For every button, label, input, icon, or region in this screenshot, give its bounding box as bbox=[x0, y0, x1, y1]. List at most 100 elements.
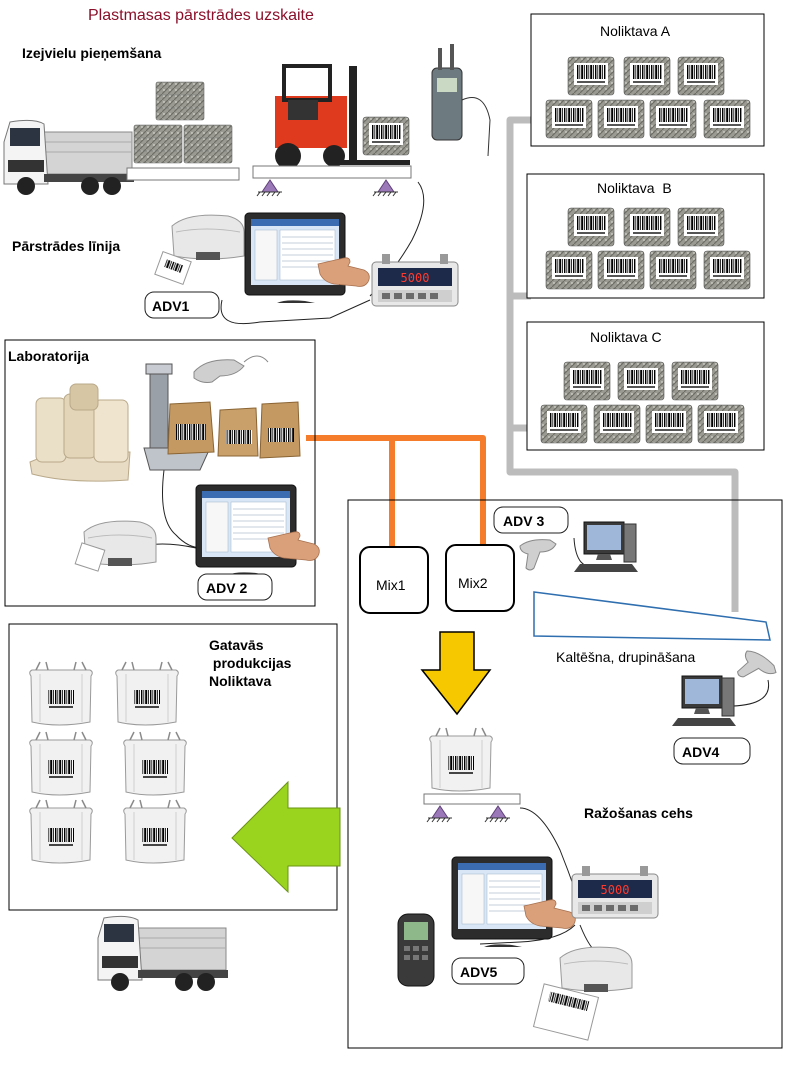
scale-indicator-icon bbox=[371, 253, 459, 307]
big-bag-icon bbox=[114, 661, 180, 726]
production-printed-label-icon bbox=[532, 983, 600, 1041]
bc-bale-icon bbox=[697, 404, 745, 444]
orange-mixer-lines bbox=[306, 435, 486, 547]
big-bag-icon bbox=[28, 799, 94, 864]
bc-bale-icon bbox=[623, 207, 671, 247]
printed-label-icon bbox=[154, 250, 192, 286]
production-scale-indicator-icon bbox=[571, 865, 659, 919]
pc-icon bbox=[671, 675, 737, 727]
bc-bale-icon bbox=[677, 56, 725, 96]
mixer-2-label: Mix2 bbox=[458, 575, 488, 591]
lab-touch-monitor-icon bbox=[195, 484, 297, 576]
outbound-truck-icon bbox=[97, 915, 229, 992]
intake-truck-icon bbox=[3, 119, 135, 196]
production-area-box bbox=[347, 499, 783, 1049]
bc-bale-icon bbox=[567, 207, 615, 247]
finished-goods-box bbox=[8, 623, 338, 911]
adv2-tag: ADV 2 bbox=[197, 573, 273, 601]
sample-bag-icon bbox=[167, 401, 215, 455]
sample-bag-icon bbox=[259, 401, 301, 459]
finished-goods-label-line3: Noliktava bbox=[209, 673, 271, 689]
big-bag-icon bbox=[28, 731, 94, 796]
section-laboratory-label: Laboratorija bbox=[8, 348, 89, 364]
sample-tubes-icon bbox=[29, 383, 131, 482]
big-bag-icon bbox=[122, 731, 188, 796]
mixer-1-label: Mix1 bbox=[376, 577, 406, 593]
touch-monitor-icon bbox=[244, 212, 346, 304]
bale-icon bbox=[133, 124, 183, 164]
bc-bale-icon bbox=[649, 99, 697, 139]
adv1-tag: ADV1 bbox=[144, 291, 220, 319]
floor-scale-icon bbox=[484, 805, 511, 823]
bc-bale-icon bbox=[597, 99, 645, 139]
bc-bale-icon bbox=[597, 250, 645, 290]
warehouse-c-box: Noliktava C bbox=[526, 321, 765, 451]
section-raw-intake-label: Izejvielu pieņemšana bbox=[22, 45, 161, 61]
bale-icon bbox=[183, 124, 233, 164]
adv4-tag: ADV4 bbox=[673, 737, 751, 765]
bc-bale-icon bbox=[671, 361, 719, 401]
forklift-icon bbox=[275, 64, 410, 169]
intake-pallet-platform bbox=[126, 167, 240, 181]
barcode-scanner-icon bbox=[519, 539, 557, 571]
finished-goods-label-line1: Gatavās bbox=[209, 637, 264, 653]
forklift-load-bale-icon bbox=[362, 116, 410, 156]
bc-bale-icon bbox=[703, 99, 751, 139]
big-bag-icon bbox=[28, 661, 94, 726]
bc-bale-icon bbox=[563, 361, 611, 401]
bc-bale-icon bbox=[593, 404, 641, 444]
printer-icon bbox=[171, 214, 245, 261]
moisture-meter-icon bbox=[431, 44, 491, 157]
adv2-label: ADV 2 bbox=[206, 580, 247, 596]
laboratory-box bbox=[4, 339, 316, 607]
dryer-hopper-icon bbox=[533, 591, 771, 641]
bc-bale-icon bbox=[540, 404, 588, 444]
finished-goods-label-line2: produkcijas bbox=[209, 655, 292, 671]
adv3-label: ADV 3 bbox=[503, 513, 544, 529]
bc-bale-icon bbox=[645, 404, 693, 444]
production-floor-scale-platform bbox=[423, 793, 521, 805]
adv5-tag: ADV5 bbox=[451, 957, 525, 985]
sample-bag-icon bbox=[217, 407, 259, 457]
bc-bale-icon bbox=[677, 207, 725, 247]
bc-bale-icon bbox=[545, 99, 593, 139]
mixer-1-box bbox=[359, 546, 429, 614]
lab-scale-icon bbox=[143, 363, 211, 471]
diagram-title: Plastmasas pārstrādes uzskaite bbox=[88, 7, 314, 24]
handheld-terminal-icon bbox=[397, 913, 435, 987]
left-arrow-icon bbox=[231, 780, 341, 894]
section-production-label: Ražošanas cehs bbox=[584, 805, 693, 821]
bc-bale-icon bbox=[703, 250, 751, 290]
bc-bale-icon bbox=[545, 250, 593, 290]
warehouse-c-label: Noliktava C bbox=[590, 329, 662, 345]
bale-icon bbox=[155, 81, 205, 121]
drying-grinding-label: Kaltēšna, drupināšana bbox=[556, 649, 696, 665]
lab-barcode-scanner-icon bbox=[193, 355, 269, 383]
pc-icon bbox=[573, 521, 639, 573]
warehouse-b-label: Noliktava B bbox=[597, 180, 672, 196]
big-bag-icon bbox=[122, 799, 188, 864]
adv1-label: ADV1 bbox=[152, 298, 190, 314]
floor-scale-icon bbox=[256, 179, 283, 197]
adv5-label: ADV5 bbox=[460, 964, 498, 980]
adv3-tag: ADV 3 bbox=[493, 506, 569, 534]
warehouse-b-box: Noliktava B bbox=[526, 173, 765, 299]
floor-scale-icon bbox=[426, 805, 453, 823]
warehouse-a-box: Noliktava A bbox=[530, 13, 765, 147]
lab-printed-label-icon bbox=[74, 542, 106, 572]
production-touch-monitor-icon bbox=[451, 856, 553, 948]
adv4-label: ADV4 bbox=[682, 744, 720, 760]
bc-bale-icon bbox=[649, 250, 697, 290]
warehouse-a-label: Noliktava A bbox=[600, 23, 671, 39]
section-processing-line-label: Pārstrādes līnija bbox=[12, 238, 120, 254]
barcode-scanner-icon bbox=[731, 645, 780, 693]
bc-bale-icon bbox=[617, 361, 665, 401]
bc-bale-icon bbox=[623, 56, 671, 96]
mixer-2-box bbox=[445, 544, 515, 612]
floor-scale-platform bbox=[252, 165, 412, 179]
floor-scale-icon bbox=[372, 179, 399, 197]
production-printer-icon bbox=[559, 946, 633, 993]
down-arrow-icon bbox=[420, 631, 492, 716]
bc-bale-icon bbox=[567, 56, 615, 96]
